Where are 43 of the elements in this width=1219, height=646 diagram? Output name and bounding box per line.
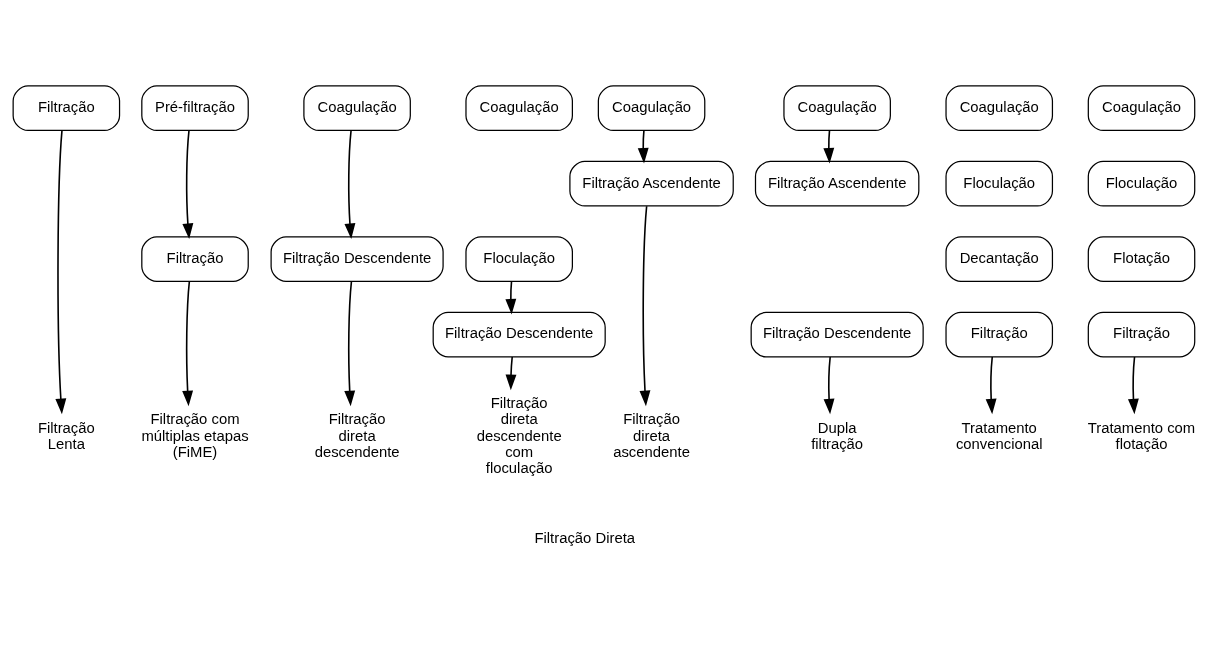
node-box: Pré-filtração	[141, 84, 249, 131]
arrow	[505, 280, 517, 314]
node-box: Coagulação	[1087, 84, 1196, 131]
node-text: Filtração com múltiplas etapas (FiME)	[141, 410, 249, 460]
node-box: Coagulação	[303, 84, 411, 131]
arrow	[344, 129, 356, 239]
arrow	[182, 280, 194, 406]
node-text: Tratamento com flotação	[1087, 419, 1196, 452]
node-box: Coagulação	[597, 84, 706, 131]
node-text: Filtração direta descendente	[314, 410, 400, 460]
node-box: Coagulação	[465, 84, 573, 131]
label: Filtração Direta	[534, 529, 636, 546]
arrow	[985, 355, 997, 414]
node-box: Filtração	[1087, 311, 1196, 358]
node-box: Floculação	[465, 235, 573, 282]
node-text: Dupla filtração	[811, 419, 864, 452]
arrow	[55, 129, 67, 414]
node-box: Filtração Descendente	[270, 235, 444, 282]
node-box: Filtração	[945, 311, 1054, 358]
node-text: Filtração Lenta	[37, 419, 95, 452]
node-box: Flotação	[1087, 235, 1196, 282]
node-box: Filtração	[141, 235, 249, 282]
node-box: Decantação	[945, 235, 1054, 282]
node-box: Coagulação	[945, 84, 1054, 131]
arrow	[823, 129, 835, 164]
node-box: Floculação	[945, 160, 1054, 207]
arrow	[344, 280, 356, 406]
node-box: Filtração	[12, 84, 121, 131]
node-box: Filtração Ascendente	[569, 160, 734, 207]
node-text: Filtração direta ascendente	[613, 410, 690, 460]
node-text: Tratamento convencional	[955, 419, 1043, 452]
node-box: Filtração Ascendente	[754, 160, 920, 207]
arrow	[639, 205, 651, 406]
arrow	[823, 355, 835, 414]
node-box: Filtração Descendente	[432, 311, 606, 358]
arrow	[637, 129, 649, 164]
arrow	[182, 129, 194, 239]
arrow	[505, 355, 517, 390]
node-text: Filtração direta descendente com floculação	[476, 394, 562, 476]
node-box: Floculação	[1087, 160, 1196, 207]
arrow	[1127, 355, 1139, 414]
node-box: Coagulação	[783, 84, 891, 131]
node-box: Filtração Descendente	[750, 311, 924, 358]
